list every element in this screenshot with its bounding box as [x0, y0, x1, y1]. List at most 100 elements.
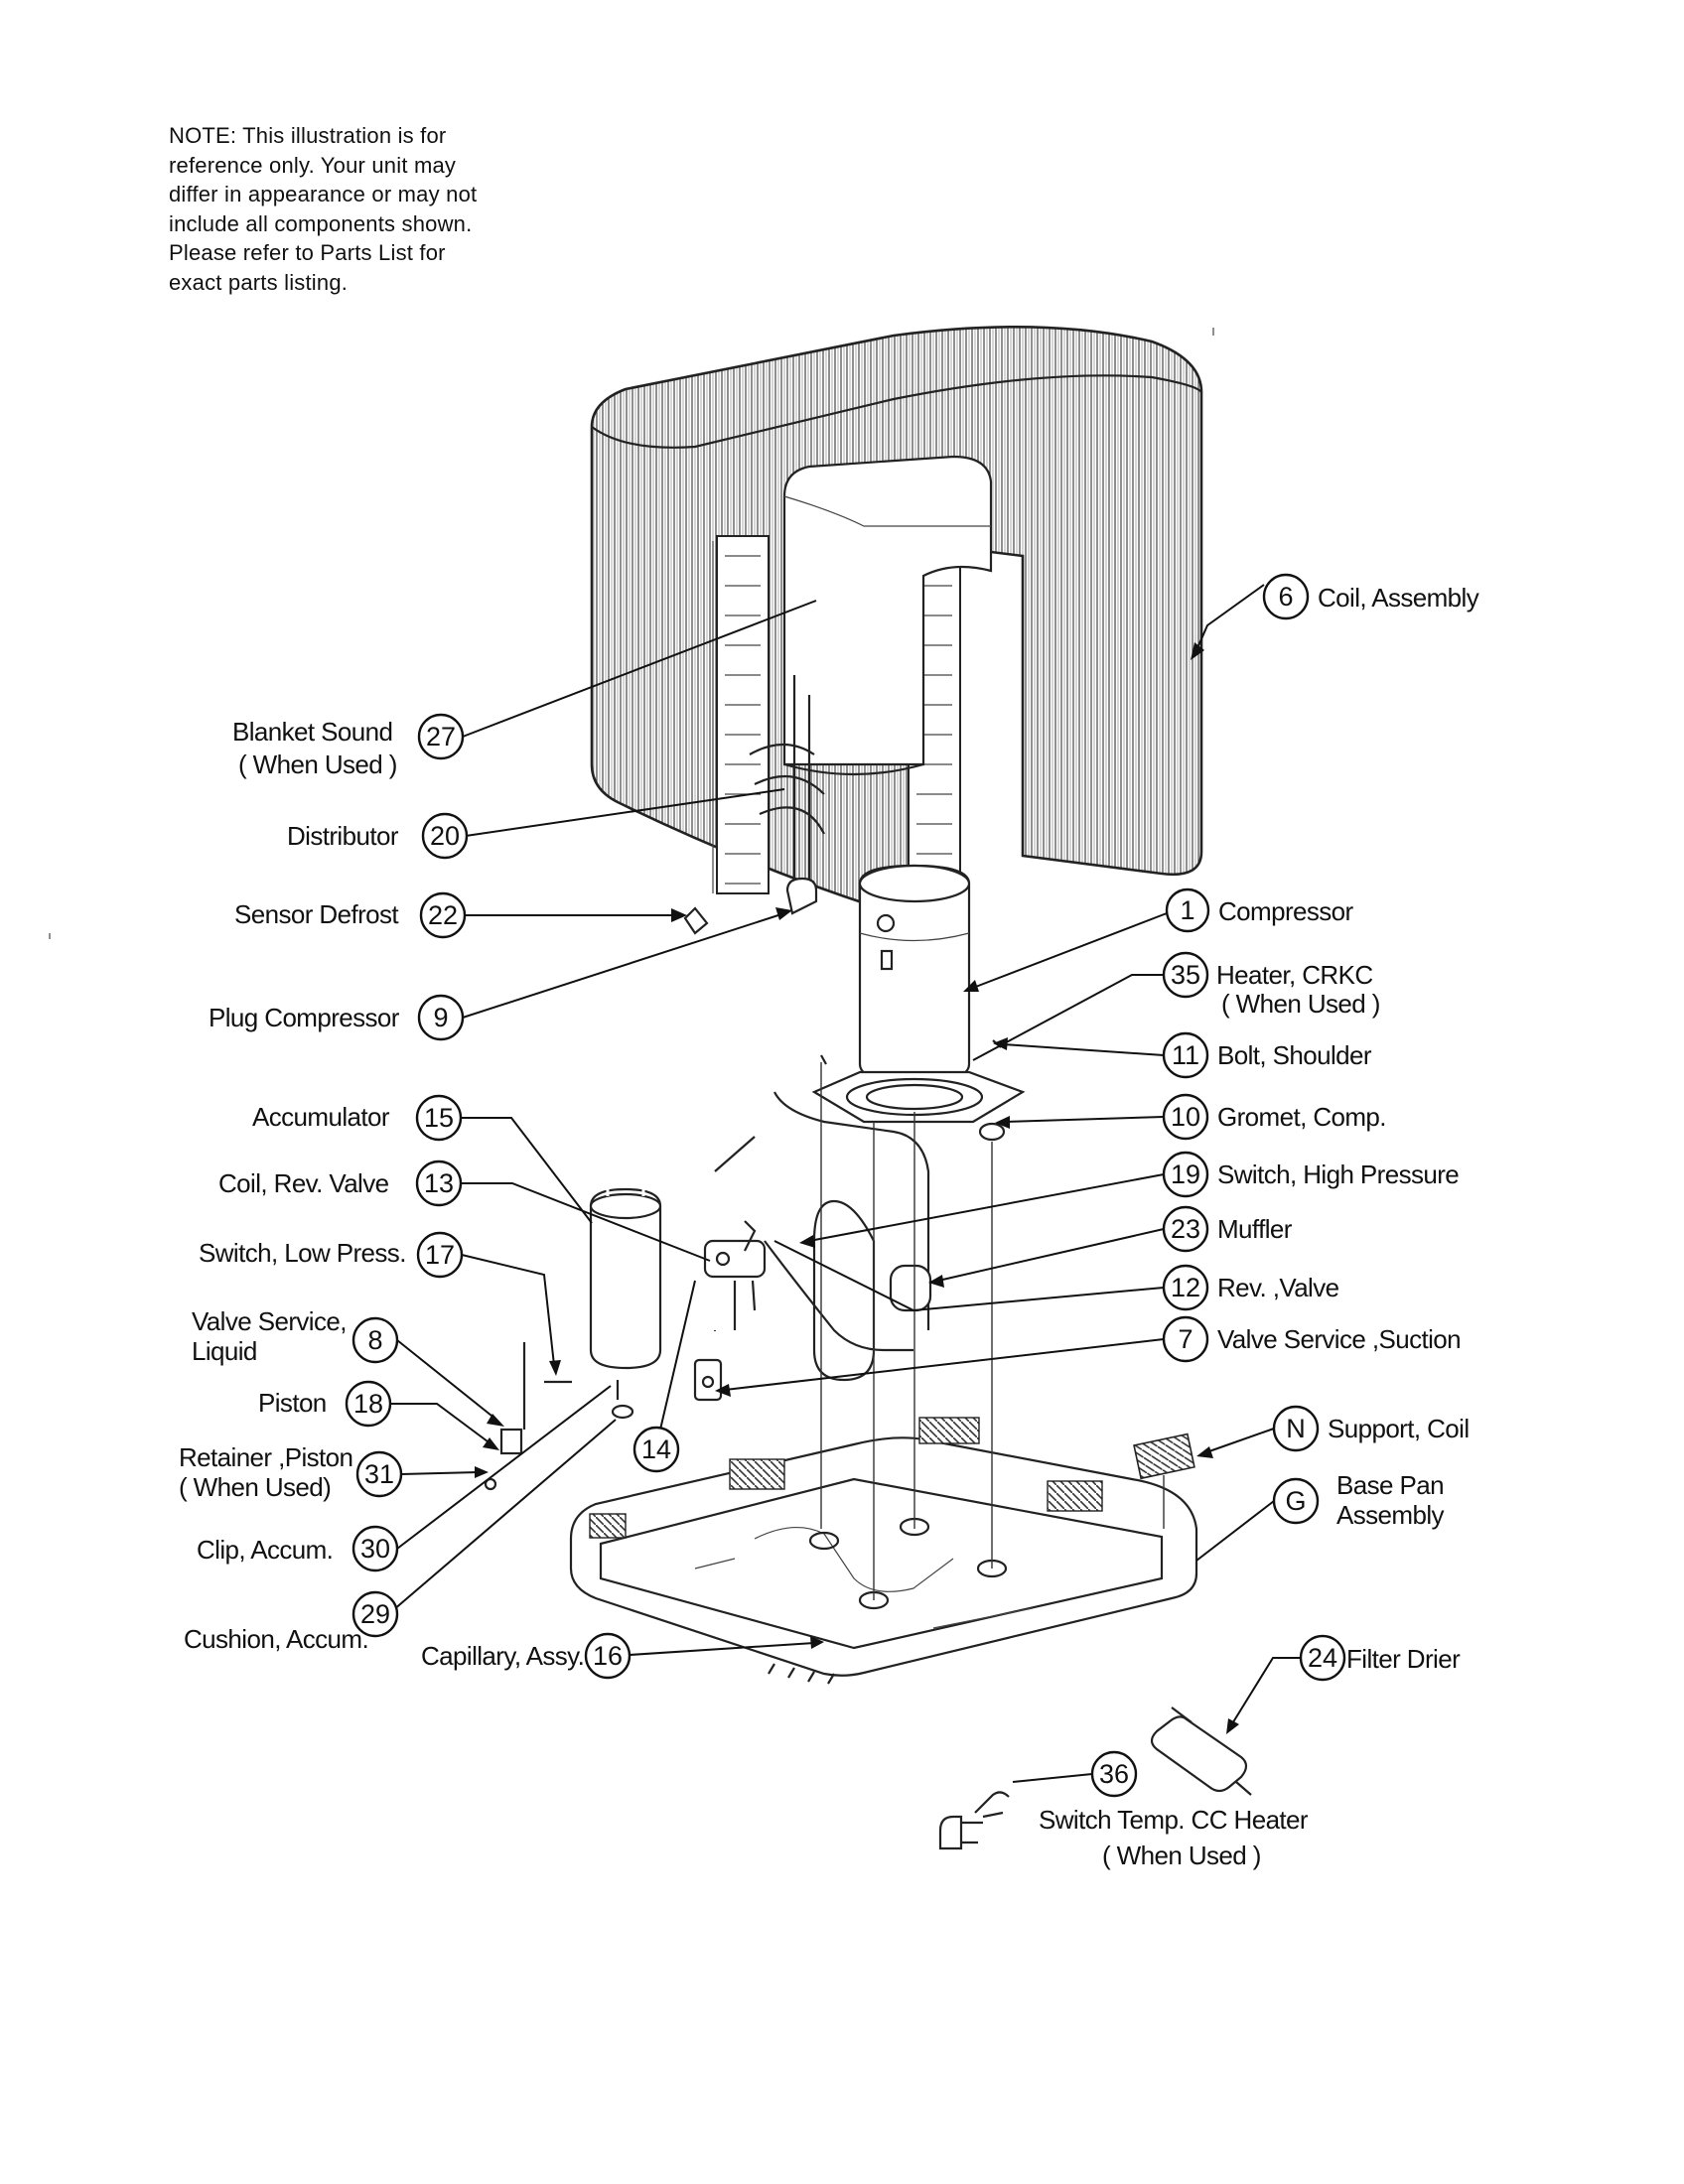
callout-number: 9 — [433, 1003, 448, 1032]
note-line: NOTE: This illustration is for — [169, 123, 447, 148]
callout-number: 16 — [593, 1641, 623, 1671]
callout-number: 36 — [1099, 1759, 1129, 1789]
callout-1: 1 Compressor — [963, 887, 1354, 992]
callout-label: Switch, High Pressure — [1217, 1160, 1459, 1189]
callout-9: 9 Plug Compressor — [209, 907, 792, 1041]
compressor-drawing — [811, 864, 1026, 1124]
callout-label: Valve Service ,Suction — [1217, 1324, 1461, 1354]
callout-12: 12 Rev. ,Valve — [773, 1240, 1339, 1312]
note-line: include all components shown. — [169, 210, 473, 236]
callout-label-2: ( When Used ) — [1221, 989, 1380, 1019]
callout-number: 27 — [426, 722, 456, 751]
note-line: Please refer to Parts List for — [169, 240, 446, 265]
callout-7: 7 Valve Service ,Suction — [715, 1315, 1462, 1397]
callout-label-2: ( When Used ) — [238, 750, 397, 779]
callout-16: 16 Capillary, Assy. — [421, 1632, 824, 1680]
callout-36: 36 Switch Temp. CC Heater ( When Used ) — [1012, 1750, 1310, 1870]
callout-15: 15 Accumulator — [252, 1094, 593, 1224]
callout-label: Sensor Defrost — [234, 899, 399, 929]
callout-label: Switch Temp. CC Heater — [1039, 1805, 1309, 1835]
callout-30: 30 Clip, Accum. — [197, 1385, 612, 1572]
assembly-guide-lines — [820, 1062, 1165, 1600]
callout-number: G — [1285, 1486, 1306, 1516]
note-line: reference only. Your unit may — [169, 152, 457, 178]
callout-35: 35 Heater, CRKC ( When Used ) — [972, 951, 1380, 1061]
callout-11: 11 Bolt, Shoulder — [993, 1031, 1372, 1079]
callout-label-2: Liquid — [192, 1336, 257, 1366]
callout-22: 22 Sensor Defrost — [234, 891, 687, 939]
callout-number: 22 — [428, 900, 458, 930]
callout-17: 17 Switch, Low Press. — [199, 1231, 561, 1376]
callout-number: 29 — [360, 1599, 390, 1629]
callout-label: Coil, Assembly — [1318, 583, 1479, 613]
callout-20: 20 Distributor — [287, 788, 785, 860]
callout-23: 23 Muffler — [928, 1205, 1293, 1288]
callout-number: 6 — [1278, 582, 1293, 612]
callout-number: 1 — [1180, 895, 1194, 925]
callout-number: 24 — [1308, 1643, 1337, 1673]
callout-number: N — [1286, 1414, 1306, 1443]
note-line: differ in appearance or may not — [169, 182, 478, 206]
callout-N: N Support, Coil — [1196, 1405, 1470, 1458]
callout-label: Bolt, Shoulder — [1217, 1040, 1372, 1070]
filter-drier-drawing — [1150, 1706, 1252, 1796]
callout-label: Capillary, Assy. — [421, 1641, 584, 1671]
callout-label: Rev. ,Valve — [1217, 1273, 1339, 1302]
callout-19: 19 Switch, High Pressure — [799, 1151, 1460, 1248]
callout-label: Valve Service, — [192, 1306, 347, 1336]
callout-27: 27 Blanket Sound ( When Used ) — [232, 600, 817, 779]
callout-label: Blanket Sound — [232, 717, 392, 747]
callout-label: Compressor — [1218, 896, 1354, 926]
callout-label: Plug Compressor — [209, 1003, 400, 1032]
callout-label: Accumulator — [252, 1102, 390, 1132]
base-pan-drawing — [569, 1417, 1198, 1685]
callout-label-2: ( When Used) — [179, 1472, 331, 1502]
callout-8: 8 Valve Service, Liquid — [192, 1306, 504, 1427]
callout-label: Retainer ,Piston — [179, 1442, 352, 1472]
callout-label: Clip, Accum. — [197, 1535, 333, 1565]
callout-G: G Base Pan Assembly — [1195, 1470, 1445, 1562]
callout-label-2: Assembly — [1336, 1500, 1444, 1530]
callout-label: Filter Drier — [1346, 1644, 1461, 1674]
callout-number: 23 — [1171, 1214, 1200, 1244]
callout-label: Heater, CRKC — [1216, 960, 1373, 990]
callout-18: 18 Piston — [258, 1380, 499, 1450]
callout-10: 10 Gromet, Comp. — [995, 1093, 1387, 1141]
callout-number: 13 — [424, 1168, 454, 1198]
callout-label: Gromet, Comp. — [1217, 1102, 1386, 1132]
callout-number: 10 — [1171, 1102, 1200, 1132]
callout-label-2: ( When Used ) — [1102, 1841, 1261, 1870]
callout-number: 18 — [353, 1389, 383, 1419]
note-line: exact parts listing. — [169, 269, 349, 295]
callout-number: 35 — [1171, 960, 1200, 990]
callout-31: 31 Retainer ,Piston ( When Used) — [179, 1442, 489, 1502]
callout-6: 6 Coil, Assembly — [1191, 573, 1479, 660]
callout-14: 14 — [632, 1280, 696, 1473]
callout-number: 30 — [360, 1534, 390, 1564]
callout-number: 11 — [1172, 1040, 1199, 1070]
callout-label: Distributor — [287, 821, 399, 851]
coil-assembly-drawing — [590, 326, 1203, 934]
callout-29: 29 Cushion, Accum. — [184, 1419, 617, 1654]
callout-label: Cushion, Accum. — [184, 1624, 368, 1654]
callout-label: Switch, Low Press. — [199, 1238, 406, 1268]
callout-number: 14 — [641, 1434, 671, 1464]
callout-number: 31 — [364, 1459, 394, 1489]
callout-24: 24 Filter Drier — [1226, 1634, 1462, 1734]
callout-label: Muffler — [1217, 1214, 1293, 1244]
callout-label: Coil, Rev. Valve — [218, 1168, 389, 1198]
switch-temp-drawing — [938, 1791, 1010, 1850]
callout-label: Piston — [258, 1388, 327, 1418]
callout-number: 20 — [430, 821, 460, 851]
callout-number: 19 — [1171, 1160, 1200, 1189]
reference-note: NOTE: This illustration is for reference… — [169, 121, 526, 297]
callout-label: Base Pan — [1336, 1470, 1444, 1500]
callout-number: 7 — [1178, 1324, 1193, 1354]
callout-number: 12 — [1171, 1273, 1200, 1302]
callout-label: Support, Coil — [1328, 1414, 1470, 1443]
callout-number: 17 — [425, 1240, 455, 1270]
callout-number: 15 — [424, 1103, 454, 1133]
callout-number: 8 — [367, 1325, 382, 1355]
callout-13: 13 Coil, Rev. Valve — [218, 1160, 711, 1262]
